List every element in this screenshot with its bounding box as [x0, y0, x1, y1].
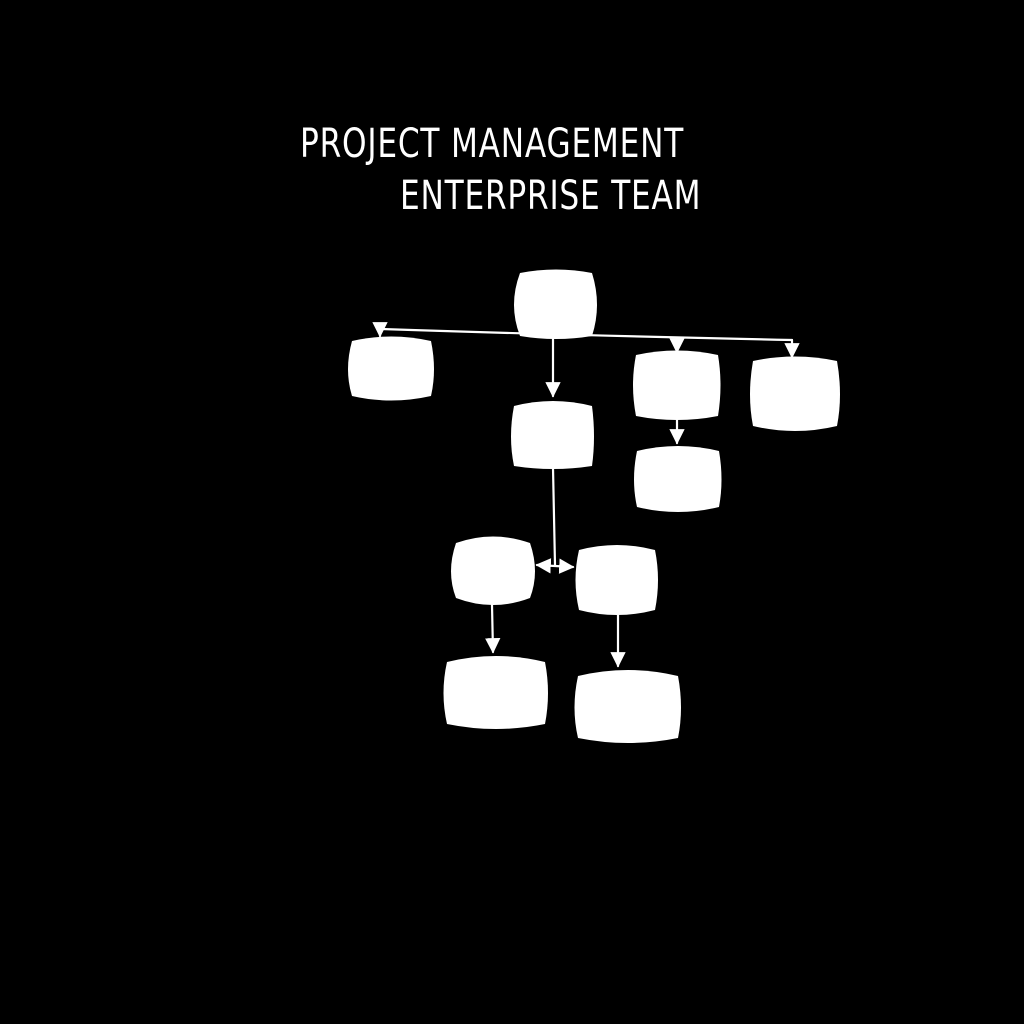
node-bottom-right	[574, 670, 681, 743]
diagram-title-line-2: ENTERPRISE TEAM	[400, 173, 702, 219]
connector-center-down	[551, 466, 557, 567]
node-branch-far-right	[750, 356, 840, 431]
node-root	[514, 269, 597, 339]
connectors	[372, 322, 800, 668]
node-branch-center	[511, 401, 594, 469]
connector-lower-left-to-lower-right	[535, 558, 575, 574]
node-branch-mid-right	[633, 350, 721, 420]
node-mid-right-child	[634, 446, 722, 512]
node-lower-right	[575, 545, 658, 615]
node-lower-left	[451, 536, 535, 605]
node-bottom-left	[443, 656, 548, 729]
boxes	[348, 269, 840, 743]
diagram-title-line-1: PROJECT MANAGEMENT	[300, 121, 685, 167]
node-branch-left	[348, 336, 434, 401]
connector-lower-left-to-bottom-left	[485, 603, 501, 654]
